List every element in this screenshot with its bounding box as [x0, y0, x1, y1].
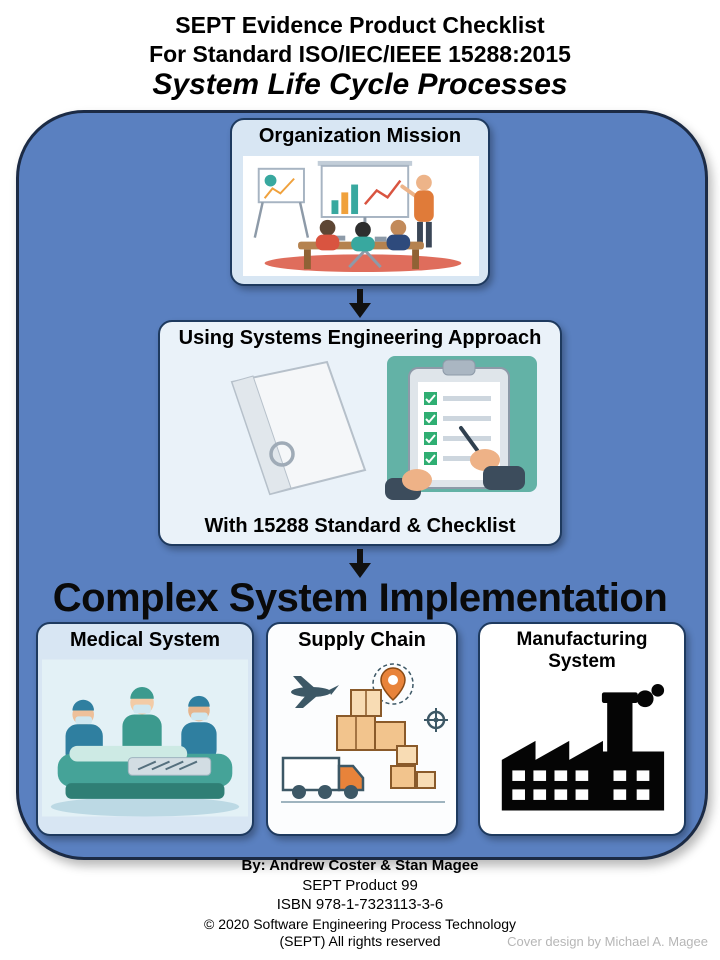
cover-title-line2: For Standard ISO/IEC/IEEE 15288:2015	[149, 41, 571, 67]
medical-system-box: Medical System	[36, 622, 254, 836]
surgery-illustration	[42, 658, 248, 830]
systems-engineering-caption: With 15288 Standard & Checklist	[204, 515, 516, 537]
footer-isbn: ISBN 978-1-7323113-3-6	[276, 896, 444, 913]
supply-chain-box: Supply Chain	[266, 622, 458, 836]
systems-engineering-title: Using Systems Engineering Approach	[178, 327, 542, 349]
systems-engineering-box: Using Systems Engineering Approach	[158, 320, 562, 546]
footer-design-credit: Cover design by Michael A. Magee	[507, 934, 708, 949]
manufacturing-system-box: Manufacturing System	[478, 622, 686, 836]
footer-product: SEPT Product 99	[302, 877, 418, 894]
footer-copyright-line2: (SEPT) All rights reserved	[279, 933, 441, 949]
factory-icon	[489, 684, 679, 830]
organization-mission-box: Organization Mission	[230, 118, 490, 286]
cover-title-line1: SEPT Evidence Product Checklist	[175, 12, 545, 38]
business-meeting-illustration	[243, 156, 479, 276]
cover-subtitle: System Life Cycle Processes	[152, 68, 568, 101]
down-arrow-icon	[347, 289, 373, 319]
footer-copyright-line1: © 2020 Software Engineering Process Tech…	[203, 916, 517, 932]
medical-system-title: Medical System	[69, 629, 221, 651]
organization-mission-title: Organization Mission	[258, 125, 462, 147]
down-arrow-icon	[347, 549, 373, 579]
footer-byline: By: Andrew Coster & Stan Magee	[241, 857, 479, 874]
supply-chain-title: Supply Chain	[298, 629, 426, 651]
binder-checklist-illustration	[172, 354, 552, 510]
manufacturing-system-title: Manufacturing System	[516, 629, 648, 672]
logistics-illustration	[271, 658, 455, 830]
implementation-heading: Complex System Implementation	[52, 576, 668, 620]
